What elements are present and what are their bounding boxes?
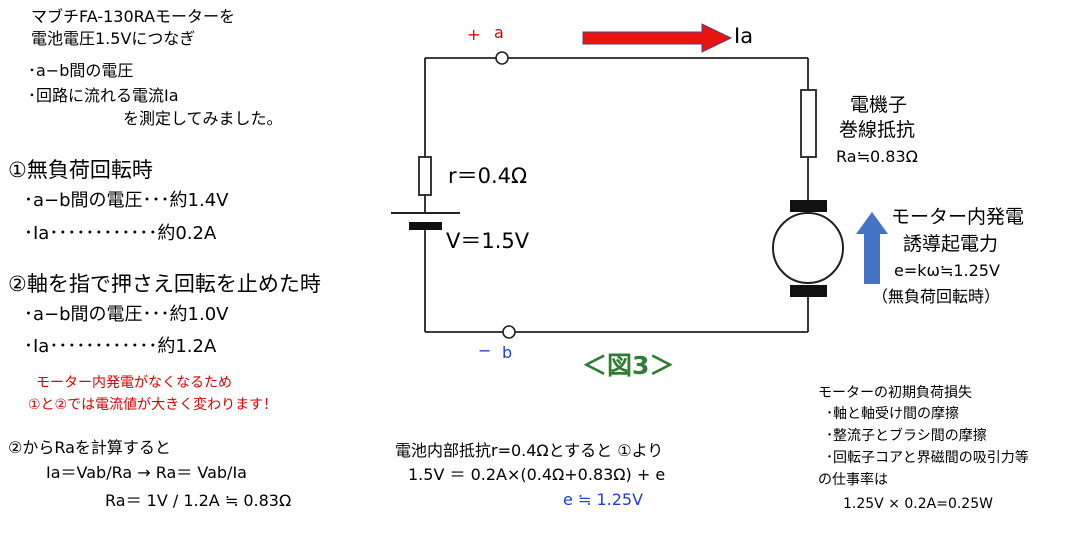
loss-item-power: の仕事率は [818, 472, 888, 488]
emf-condition: （無負荷回転時） [872, 287, 1001, 306]
terminal-b [502, 325, 516, 339]
internal-resistance-label: r＝0.4Ω [448, 164, 528, 188]
emf-label-2: 誘導起電力 [903, 233, 999, 255]
intro-line-1: マブチFA-130RAモーターを [31, 7, 236, 26]
emf-arrow-icon [856, 212, 888, 284]
note-line-1: モーター内発電がなくなるため [36, 375, 232, 391]
terminal-a-label: a [494, 23, 504, 42]
figure-label: ＜図3＞ [582, 351, 675, 380]
case1-current: ･Ia････････････約0.2A [24, 223, 217, 244]
current-label: Ia [734, 24, 754, 48]
loss-item-commutator: ･整流子とブラシ間の摩擦 [826, 428, 987, 444]
minus-sign: − [478, 341, 492, 360]
loss-result: 1.25V × 0.2A=0.25W [843, 496, 993, 512]
intro-item-voltage: ･a−b間の電圧 [28, 61, 134, 80]
loss-item-core: ･回転子コアと界磁間の吸引力等 [826, 450, 1029, 466]
note-line-2: ①と②では電流値が大きく変わります！ [28, 397, 278, 413]
motor-brush-bottom [790, 285, 827, 297]
battery-negative-plate [409, 222, 442, 230]
calc-e-line-1: 電池内部抵抗r=0.4Ωとすると ①より [395, 441, 664, 460]
loss-title: モーターの初期負荷損失 [818, 385, 972, 401]
internal-resistor [418, 156, 432, 196]
plus-sign: + [467, 25, 481, 44]
intro-item-current: ･回路に流れる電流Ia [28, 86, 179, 105]
calc-e-line-2: 1.5V ＝ 0.2A×(0.4Ω+0.83Ω) + e [408, 465, 666, 484]
terminal-b-label: b [502, 343, 513, 362]
loss-item-shaft: ･軸と軸受け間の摩擦 [826, 406, 959, 422]
motor-icon [772, 212, 844, 284]
case1-voltage: ･a−b間の電圧･･･約1.4V [24, 190, 229, 211]
armature-resistor [800, 89, 817, 158]
armature-label-1: 電機子 [850, 94, 908, 116]
battery-voltage-label: V＝1.5V [446, 229, 530, 253]
calc-ra-line-3: Ra＝ 1V / 1.2A ≒ 0.83Ω [105, 491, 292, 510]
case2-current: ･Ia････････････約1.2A [24, 336, 217, 357]
calc-ra-line-2: Ia＝Vab/Ra → Ra＝ Vab/Ia [46, 463, 247, 482]
calc-e-line-3: e ≒ 1.25V [563, 490, 644, 509]
emf-formula: e=kω≒1.25V [894, 261, 1000, 280]
armature-value: Ra≒0.83Ω [836, 147, 918, 166]
terminal-a [495, 51, 509, 65]
emf-label-1: モーター内発電 [891, 206, 1025, 228]
motor-brush-top [790, 200, 827, 212]
case1-title: ①無負荷回転時 [8, 158, 153, 182]
case2-title: ②軸を指で押さえ回転を止めた時 [8, 272, 321, 296]
case2-voltage: ･a−b間の電圧･･･約1.0V [24, 304, 229, 325]
intro-line-2: 電池電圧1.5Vにつなぎ [31, 29, 196, 48]
current-arrow-icon [582, 23, 733, 53]
intro-item-measured: を測定してみました。 [123, 109, 283, 128]
calc-ra-line-1: ②からRaを計算すると [8, 438, 171, 457]
armature-label-2: 巻線抵抗 [839, 119, 916, 141]
